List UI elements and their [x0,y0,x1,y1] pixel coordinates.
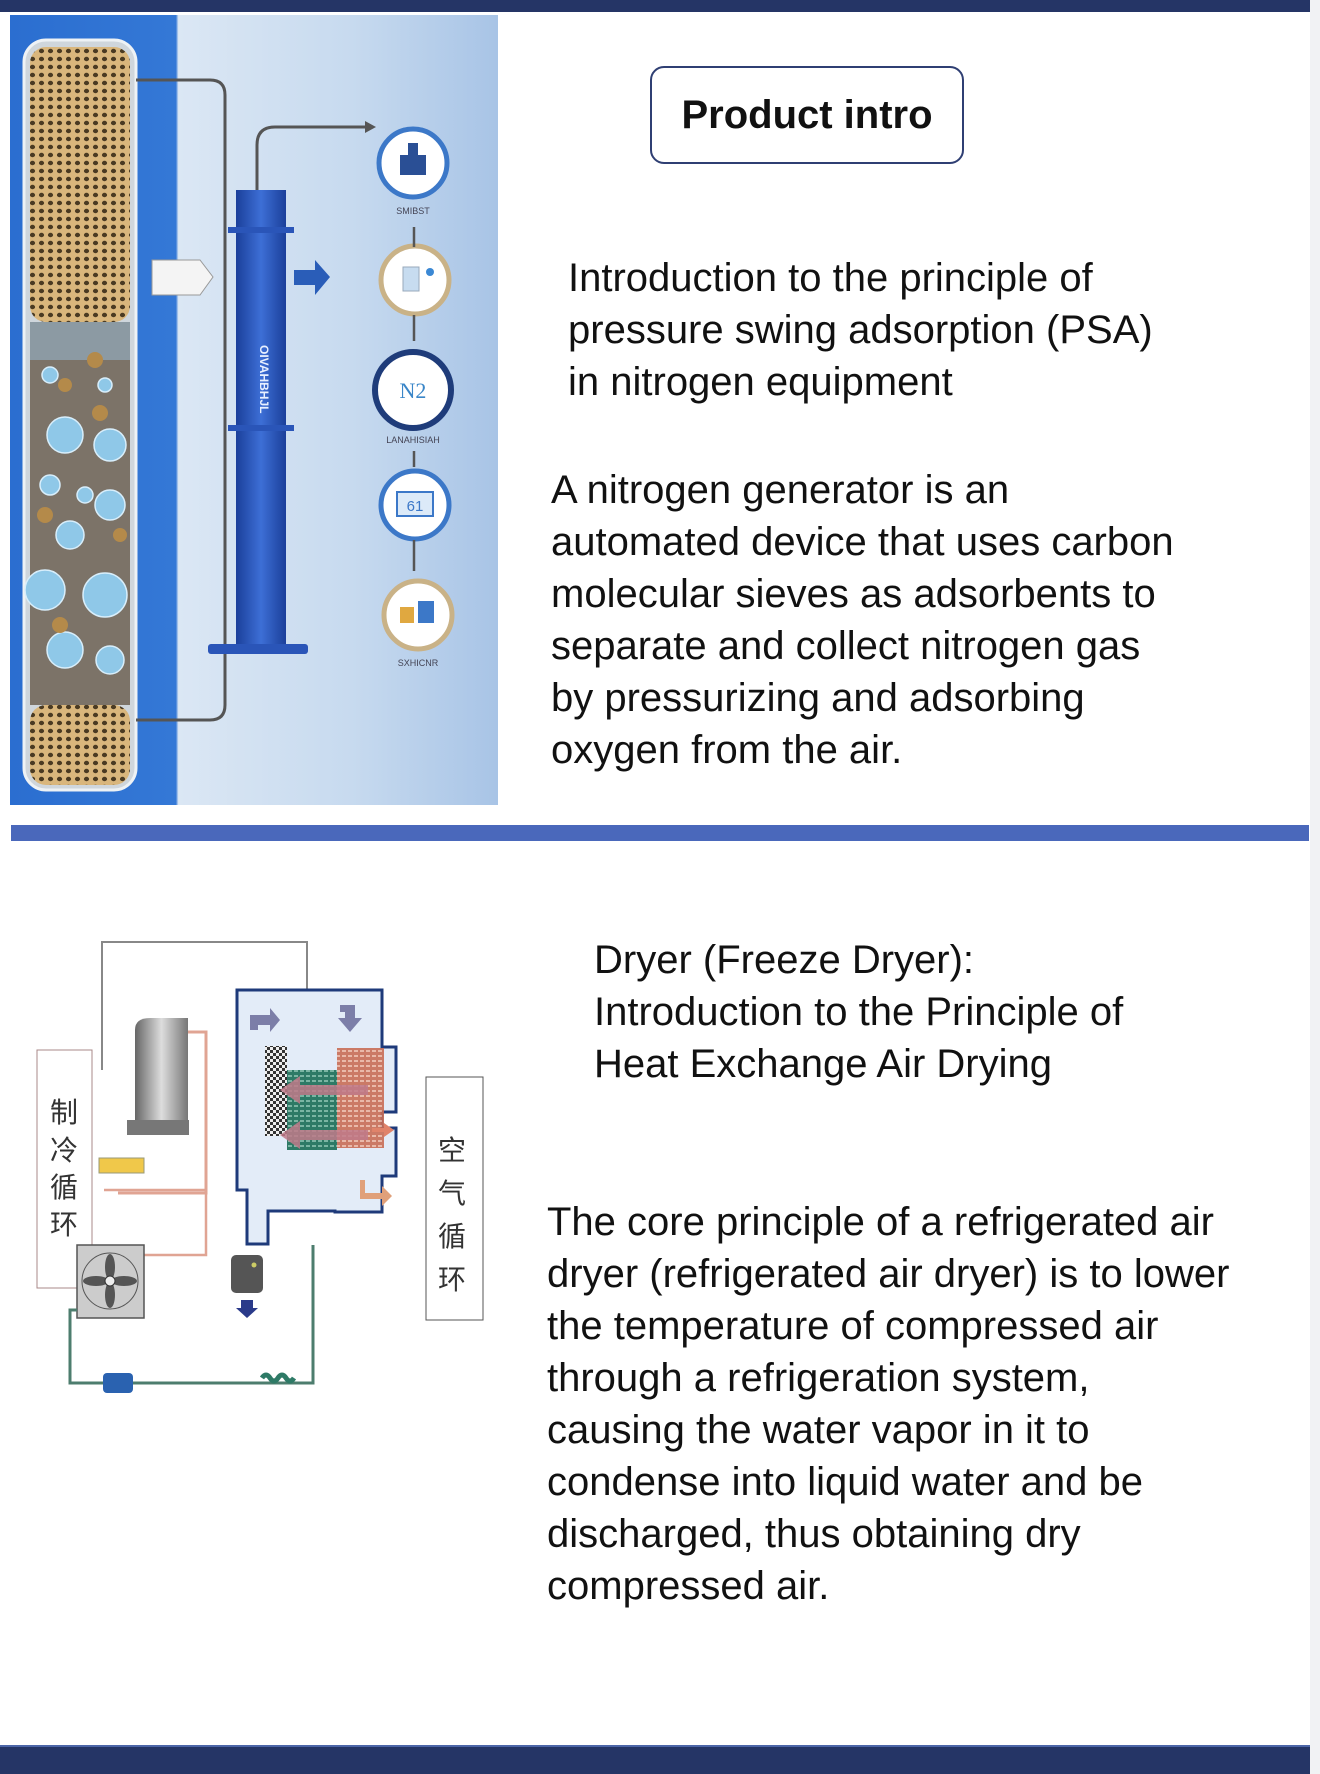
process-icons: SMIBST N2 LANAHISIAH 61 SXHICNR [372,126,455,668]
title-line: Introduction to the Principle of [594,990,1124,1034]
svg-text:循: 循 [438,1220,466,1253]
body-line: automated device that uses carbon [551,520,1174,564]
body-line: A nitrogen generator is an [551,468,1010,512]
display-icon: 61 [378,468,452,542]
n2-icon: N2 [372,349,454,431]
body-line: separate and collect nitrogen gas [551,624,1141,668]
compressor-icon [127,1018,189,1135]
title-line: Dryer (Freeze Dryer): [594,938,975,982]
product-intro-badge: Product intro [650,66,964,164]
body-line: through a refrigeration system, [547,1356,1090,1400]
expansion-valve-icon [98,1157,145,1174]
meter-icon [381,578,455,652]
psa-illustration: OIVAHBHJL SMIBST N2 LANAHISIAH 61 SXHICN… [10,15,498,805]
title-line: pressure swing adsorption (PSA) [568,308,1153,352]
dryer-description: The core principle of a refrigerated air… [547,1196,1229,1612]
adsorption-column [236,190,286,650]
title-line: Heat Exchange Air Drying [594,1042,1053,1086]
title-line: in nitrogen equipment [568,360,953,404]
body-line: dryer (refrigerated air dryer) is to low… [547,1252,1230,1296]
svg-text:环: 环 [50,1208,78,1241]
dryer-diagram: 制 冷 循 环 [10,900,520,1480]
icon-label: SMIBST [396,206,430,216]
column-label: OIVAHBHJL [257,345,271,413]
factory-icon [376,126,450,200]
svg-text:循: 循 [50,1171,78,1204]
svg-text:冷: 冷 [50,1134,78,1167]
body-line: the temperature of compressed air [547,1304,1159,1348]
body-line: molecular sieves as adsorbents to [551,572,1156,616]
svg-text:环: 环 [438,1263,466,1296]
heat-exchanger [235,988,398,1246]
refrigeration-diagram: 制 冷 循 环 [36,941,484,1393]
body-line: oxygen from the air. [551,728,903,772]
body-line: by pressurizing and adsorbing [551,676,1085,720]
body-line: The core principle of a refrigerated air [547,1200,1214,1244]
drain-icon [231,1255,263,1318]
psa-description: A nitrogen generator is an automated dev… [551,464,1174,776]
refrigeration-cycle-label: 制 冷 循 环 [50,1096,78,1241]
psa-title: Introduction to the principle of pressur… [568,252,1153,408]
svg-text:空: 空 [438,1134,466,1167]
section-divider [11,825,1309,841]
body-line: causing the water vapor in it to [547,1408,1090,1452]
svg-text:制: 制 [50,1096,78,1129]
svg-text:气: 气 [438,1177,466,1210]
dryer-filter-icon [103,1373,133,1393]
top-bar [0,0,1310,12]
condenser-fan-icon [76,1244,145,1319]
icon-label: SXHICNR [398,658,439,668]
capillary-icon [259,1372,297,1384]
air-cycle-label: 空 气 循 环 [438,1134,466,1296]
tank-icon [378,243,452,317]
bottom-bar [0,1745,1310,1774]
icon-label: LANAHISIAH [386,435,440,445]
title-line: Introduction to the principle of [568,256,1093,300]
svg-text:61: 61 [407,498,424,515]
svg-text:N2: N2 [400,378,427,403]
body-line: condense into liquid water and be [547,1460,1143,1504]
body-line: compressed air. [547,1564,830,1608]
dryer-title: Dryer (Freeze Dryer): Introduction to th… [594,934,1123,1090]
psa-diagram: OIVAHBHJL SMIBST N2 LANAHISIAH 61 SXHICN… [22,38,455,792]
body-line: discharged, thus obtaining dry [547,1512,1081,1556]
